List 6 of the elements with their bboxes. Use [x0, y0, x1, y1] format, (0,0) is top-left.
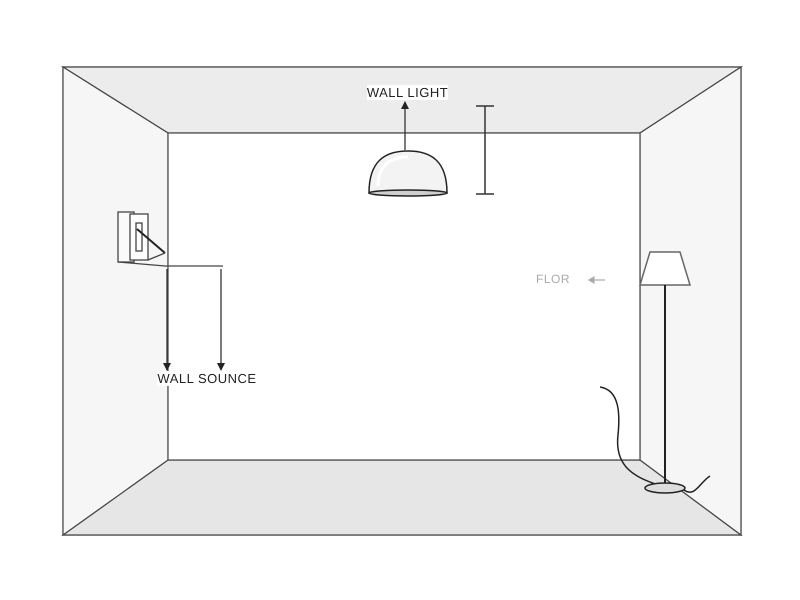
- callout-label: WALL SOUNCE: [157, 370, 257, 386]
- callout-label: WALL LIGHT: [366, 84, 448, 100]
- arrow: [401, 101, 409, 150]
- arrow: [217, 269, 225, 371]
- arrow: [163, 269, 171, 371]
- part-label: FLOR: [536, 272, 570, 286]
